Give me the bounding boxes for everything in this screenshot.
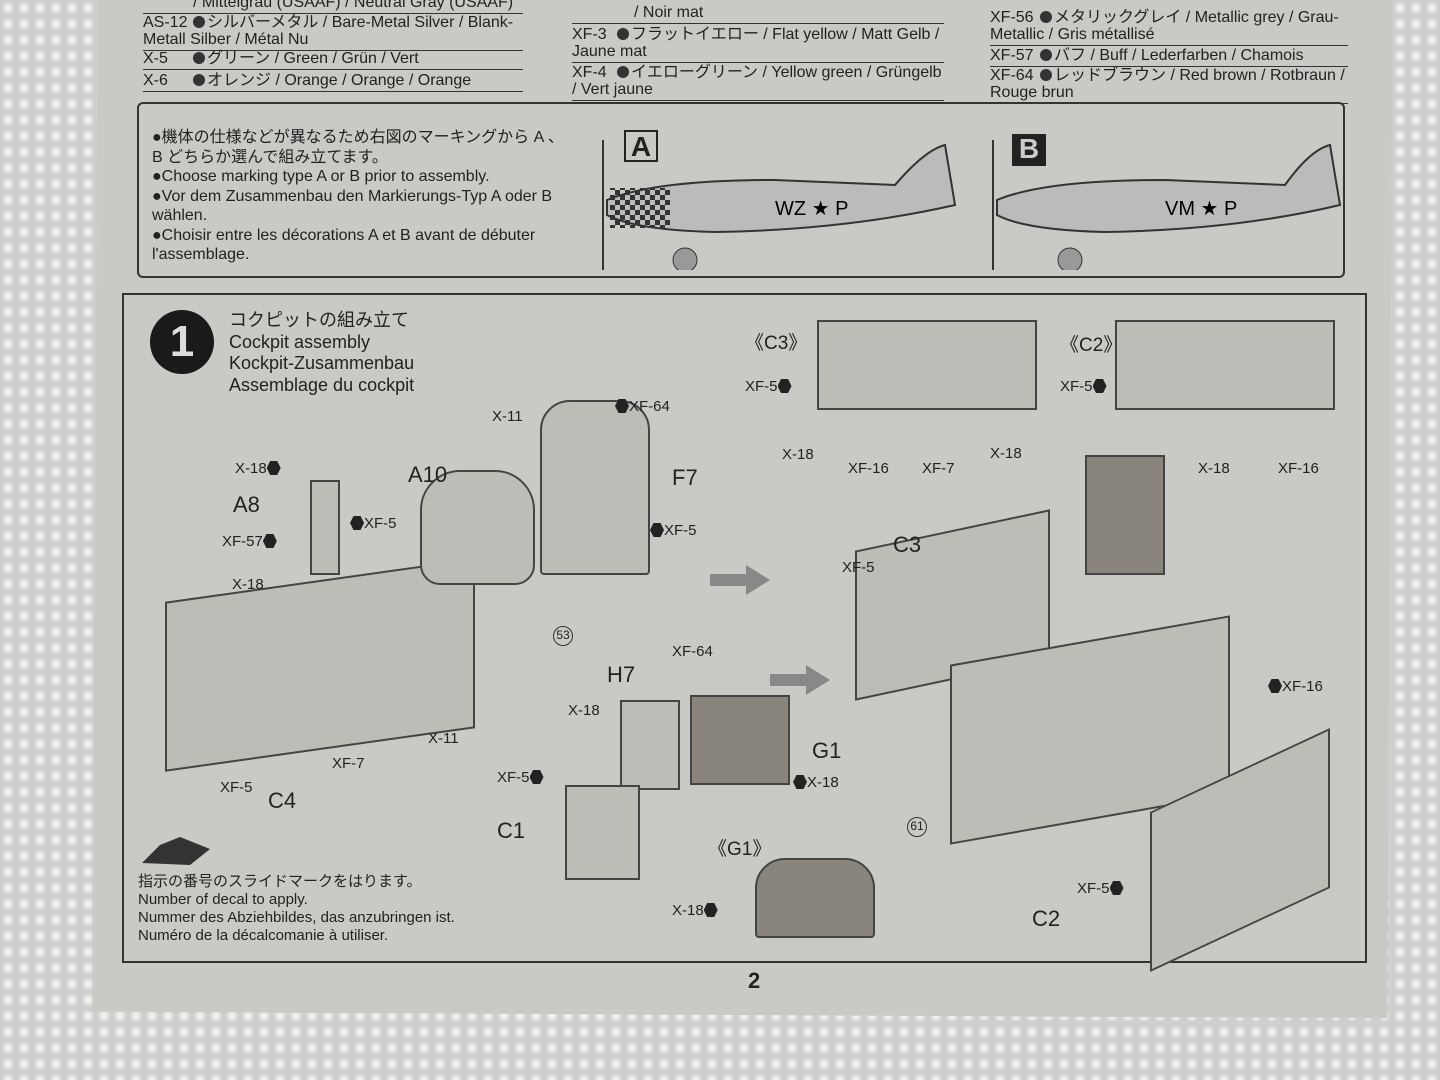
step-title-fr: Assemblage du cockpit [229,374,415,395]
paint-callout: XF-57 [222,533,277,550]
part-label: C1 [497,818,526,843]
paint-callout: XF-16 [1268,678,1323,695]
paint-callout: XF-16 [1278,460,1319,477]
marking-instructions: ●機体の仕様などが異なるため右図のマーキングから A 、 B どちらか選んで組み… [152,128,572,265]
paint-callout: X-11 [492,408,523,425]
decal-number: 61 [907,817,927,837]
paint-callout: XF-16 [848,460,889,477]
part-label: C4 [268,788,297,813]
step-1-box [122,293,1367,963]
paint-callout: X-11 [428,730,459,747]
panel-g1-drawing [690,695,790,785]
paint-callout: XF-7 [922,460,955,477]
paint-callout: X-18 [990,445,1022,462]
decal-note-en: Number of decal to apply. [138,891,308,908]
seat-a10-drawing [420,470,535,585]
armor-f7-drawing [540,400,650,575]
paint-callout: X-18 [1198,460,1230,477]
callout-label: 《C3》 [745,333,808,354]
marking-text-de: ●Vor dem Zusammenbau den Markierungs-Typ… [152,187,553,225]
paint-callout: XF-64 [672,643,713,660]
paint-callout: X-18 [232,576,264,593]
aircraft-b-illustration: VM ★ P [992,140,1342,270]
marking-b-label: B [1012,134,1046,166]
paint-row: / Mittelgrau (USAAF) / Neutral Gray (USA… [143,0,523,14]
paint-callout: XF-5 [650,522,697,539]
marking-a-label: A [624,130,658,162]
step-title-ja: コクピットの組み立て [229,310,409,330]
part-label: A10 [408,462,448,487]
decal-slide-mark-icon [142,837,210,865]
paint-callout: XF-5 [1077,880,1124,897]
paint-callout: X-18 [568,702,600,719]
paint-row: / Noir mat [572,4,944,24]
paint-callout: XF-5 [350,515,397,532]
step-title: コクピットの組み立て Cockpit assembly Kockpit-Zusa… [229,310,414,396]
decal-note-de: Nummer des Abziehbildes, das anzubringen… [138,909,455,926]
paint-callout: X-18 [235,460,281,477]
paint-callout: XF-5 [842,559,875,576]
paint-callout: XF-64 [615,398,670,415]
callout-label: 《G1》 [708,839,772,860]
part-label: G1 [812,738,842,763]
aircraft-b-code: VM ★ P [1165,198,1237,220]
part-h7-drawing [620,700,680,790]
paint-callout: X-18 [793,774,839,791]
paint-callout: XF-5 [497,769,544,786]
decal-note: 指示の番号のスライドマークをはります。 Number of decal to a… [138,873,455,945]
c3-detail-drawing [817,320,1037,410]
step-number: 1 [150,310,214,374]
g1-detail-drawing [755,858,875,938]
paint-callout: X-18 [672,902,718,919]
part-label: H7 [607,662,636,687]
control-stick-a8-drawing [310,480,340,575]
paint-callout: XF-5 [745,378,792,395]
step-title-de: Kockpit-Zusammenbau [229,353,415,373]
callout-label: 《C2》 [1060,335,1123,356]
marking-text-ja: ●機体の仕様などが異なるため右図のマーキングから A 、 B どちらか選んで組み… [152,129,564,166]
c2-detail-drawing [1115,320,1335,410]
decal-note-fr: Numéro de la décalcomanie à utiliser. [138,927,389,944]
part-label: A8 [233,492,260,517]
part-label: C2 [1032,906,1061,931]
marking-text-en: ●Choose marking type A or B prior to ass… [152,168,490,185]
part-label: C3 [893,532,922,557]
part-c1-drawing [565,785,640,880]
marking-selection-box [137,102,1345,278]
instrument-panel-drawing [1085,455,1165,575]
step-title-en: Cockpit assembly [229,331,371,352]
paint-callout: XF-7 [332,755,365,772]
paint-callout: XF-5 [1060,378,1107,395]
aircraft-a-illustration: WZ ★ P [602,140,957,270]
page-number: 2 [748,968,761,993]
paint-callout: X-18 [782,446,814,463]
marking-text-fr: ●Choisir entre les décorations A et B av… [152,226,536,264]
paint-callout: XF-5 [220,779,253,796]
decal-number: 53 [553,626,573,646]
decal-note-ja: 指示の番号のスライドマークをはります。 [138,873,422,890]
part-label: F7 [672,465,698,490]
aircraft-a-code: WZ ★ P [775,198,848,220]
